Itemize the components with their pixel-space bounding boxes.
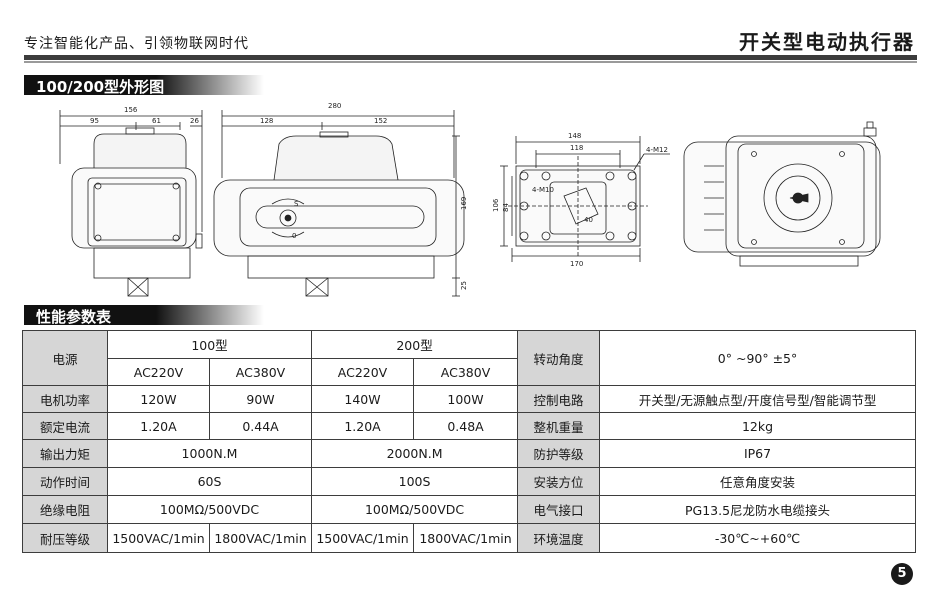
table-cell: 1800VAC/1min: [413, 523, 519, 553]
page-number: 5: [891, 563, 913, 585]
table-cell: 1500VAC/1min: [311, 523, 415, 553]
dim-170: 170: [570, 260, 583, 268]
row-label: 防护等级: [517, 439, 601, 468]
table-row: 电源 100型 200型 转动角度 0° ~90° ±5°: [22, 330, 917, 386]
row-label: 电机功率: [22, 385, 108, 413]
row-label: 耐压等级: [22, 523, 108, 553]
section-title-outline: 100/200型外形图: [36, 78, 165, 96]
dim-128: 128: [260, 117, 273, 125]
power-label: 电源: [22, 330, 108, 386]
dim-84: 84: [502, 203, 510, 212]
voltage-cell: AC220V: [107, 358, 210, 386]
table-row: 额定电流 1.20A 0.44A 1.20A 0.48A 整机重量 12kg: [22, 412, 917, 440]
header-rule-thick: [24, 55, 917, 60]
section-header-outline: 100/200型外形图: [24, 75, 264, 96]
dim-95: 95: [90, 117, 99, 125]
model-100-header: 100型: [106, 330, 313, 359]
table-row: 耐压等级 1500VAC/1min 1800VAC/1min 1500VAC/1…: [22, 523, 917, 553]
voltage-cell: AC380V: [208, 358, 313, 386]
table-cell: 0.48A: [413, 412, 519, 440]
dim-106: 106: [492, 198, 500, 212]
dim-148: 148: [568, 132, 581, 140]
dim-156: 156: [124, 106, 138, 114]
outline-drawings: 156 95 61 26 280 128 152 169 25 S 0 148 …: [59, 102, 881, 297]
row-label: 电气接口: [517, 495, 601, 524]
table-cell: 0.44A: [208, 412, 313, 440]
row-label: 整机重量: [517, 412, 601, 440]
row-label: 输出力矩: [22, 439, 108, 468]
row-label: 额定电流: [22, 412, 108, 440]
section-title-params: 性能参数表: [36, 308, 112, 326]
table-cell: 12kg: [599, 412, 917, 440]
table-cell: 60S: [106, 467, 313, 496]
table-cell: 100W: [413, 385, 519, 413]
dim-26: 26: [190, 117, 199, 125]
table-cell: PG13.5尼龙防水电缆接头: [599, 495, 917, 524]
document-title: 开关型电动执行器: [739, 30, 915, 54]
table-cell: 1000N.M: [106, 439, 313, 468]
label-s: S: [294, 200, 299, 208]
table-cell: 2000N.M: [311, 439, 519, 468]
section-header-params: 性能参数表: [24, 305, 264, 326]
bottom-view-drawing: [500, 136, 670, 262]
dim-40: 40: [584, 216, 593, 224]
dim-152: 152: [374, 117, 387, 125]
tagline: 专注智能化产品、引领物联网时代: [24, 36, 249, 52]
table-cell: 1500VAC/1min: [107, 523, 210, 553]
table-cell: -30℃~+60℃: [599, 523, 917, 553]
dim-169: 169: [460, 197, 468, 210]
row-label: 安装方位: [517, 467, 601, 496]
table-cell: 100S: [311, 467, 519, 496]
table-cell: IP67: [599, 439, 917, 468]
row-label: 动作时间: [22, 467, 108, 496]
table-cell: 90W: [208, 385, 313, 413]
table-cell: 100MΩ/500VDC: [311, 495, 519, 524]
table-cell: 1.20A: [311, 412, 415, 440]
dim-61: 61: [152, 117, 161, 125]
table-cell: 1.20A: [107, 412, 210, 440]
dim-25: 25: [460, 281, 468, 290]
table-row: 电机功率 120W 90W 140W 100W 控制电路 开关型/无源触点型/开…: [22, 385, 917, 413]
row-label: 环境温度: [517, 523, 601, 553]
dim-280: 280: [328, 102, 341, 110]
voltage-cell: AC380V: [413, 358, 519, 386]
spec-table: 电源 100型 200型 转动角度 0° ~90° ±5° AC220V AC3…: [22, 330, 917, 553]
row-label: 绝缘电阻: [22, 495, 108, 524]
table-row: 输出力矩 1000N.M 2000N.M 防护等级 IP67: [22, 439, 917, 468]
table-cell: 140W: [311, 385, 415, 413]
table-cell: 100MΩ/500VDC: [106, 495, 313, 524]
right-view-drawing: [683, 121, 881, 267]
front-view-drawing: [213, 110, 465, 297]
row-label: 控制电路: [517, 385, 601, 413]
voltage-cell: AC220V: [311, 358, 415, 386]
table-cell: 120W: [107, 385, 210, 413]
header-rule-thin: [24, 61, 917, 63]
table-cell: 任意角度安装: [599, 467, 917, 496]
dim-118: 118: [570, 144, 583, 152]
table-cell: 开关型/无源触点型/开度信号型/智能调节型: [599, 385, 917, 413]
table-cell: 1800VAC/1min: [208, 523, 313, 553]
dim-4-m10: 4-M10: [532, 186, 554, 194]
table-row: 绝缘电阻 100MΩ/500VDC 100MΩ/500VDC 电气接口 PG13…: [22, 495, 917, 524]
label-0: 0: [292, 232, 296, 240]
model-200-header: 200型: [311, 330, 519, 359]
dim-4-m12: 4-M12: [646, 146, 668, 154]
table-row: 动作时间 60S 100S 安装方位 任意角度安装: [22, 467, 917, 496]
side-view-drawing: [59, 110, 203, 297]
rotation-angle-label: 转动角度: [517, 330, 601, 386]
rotation-angle-value: 0° ~90° ±5°: [599, 330, 917, 386]
